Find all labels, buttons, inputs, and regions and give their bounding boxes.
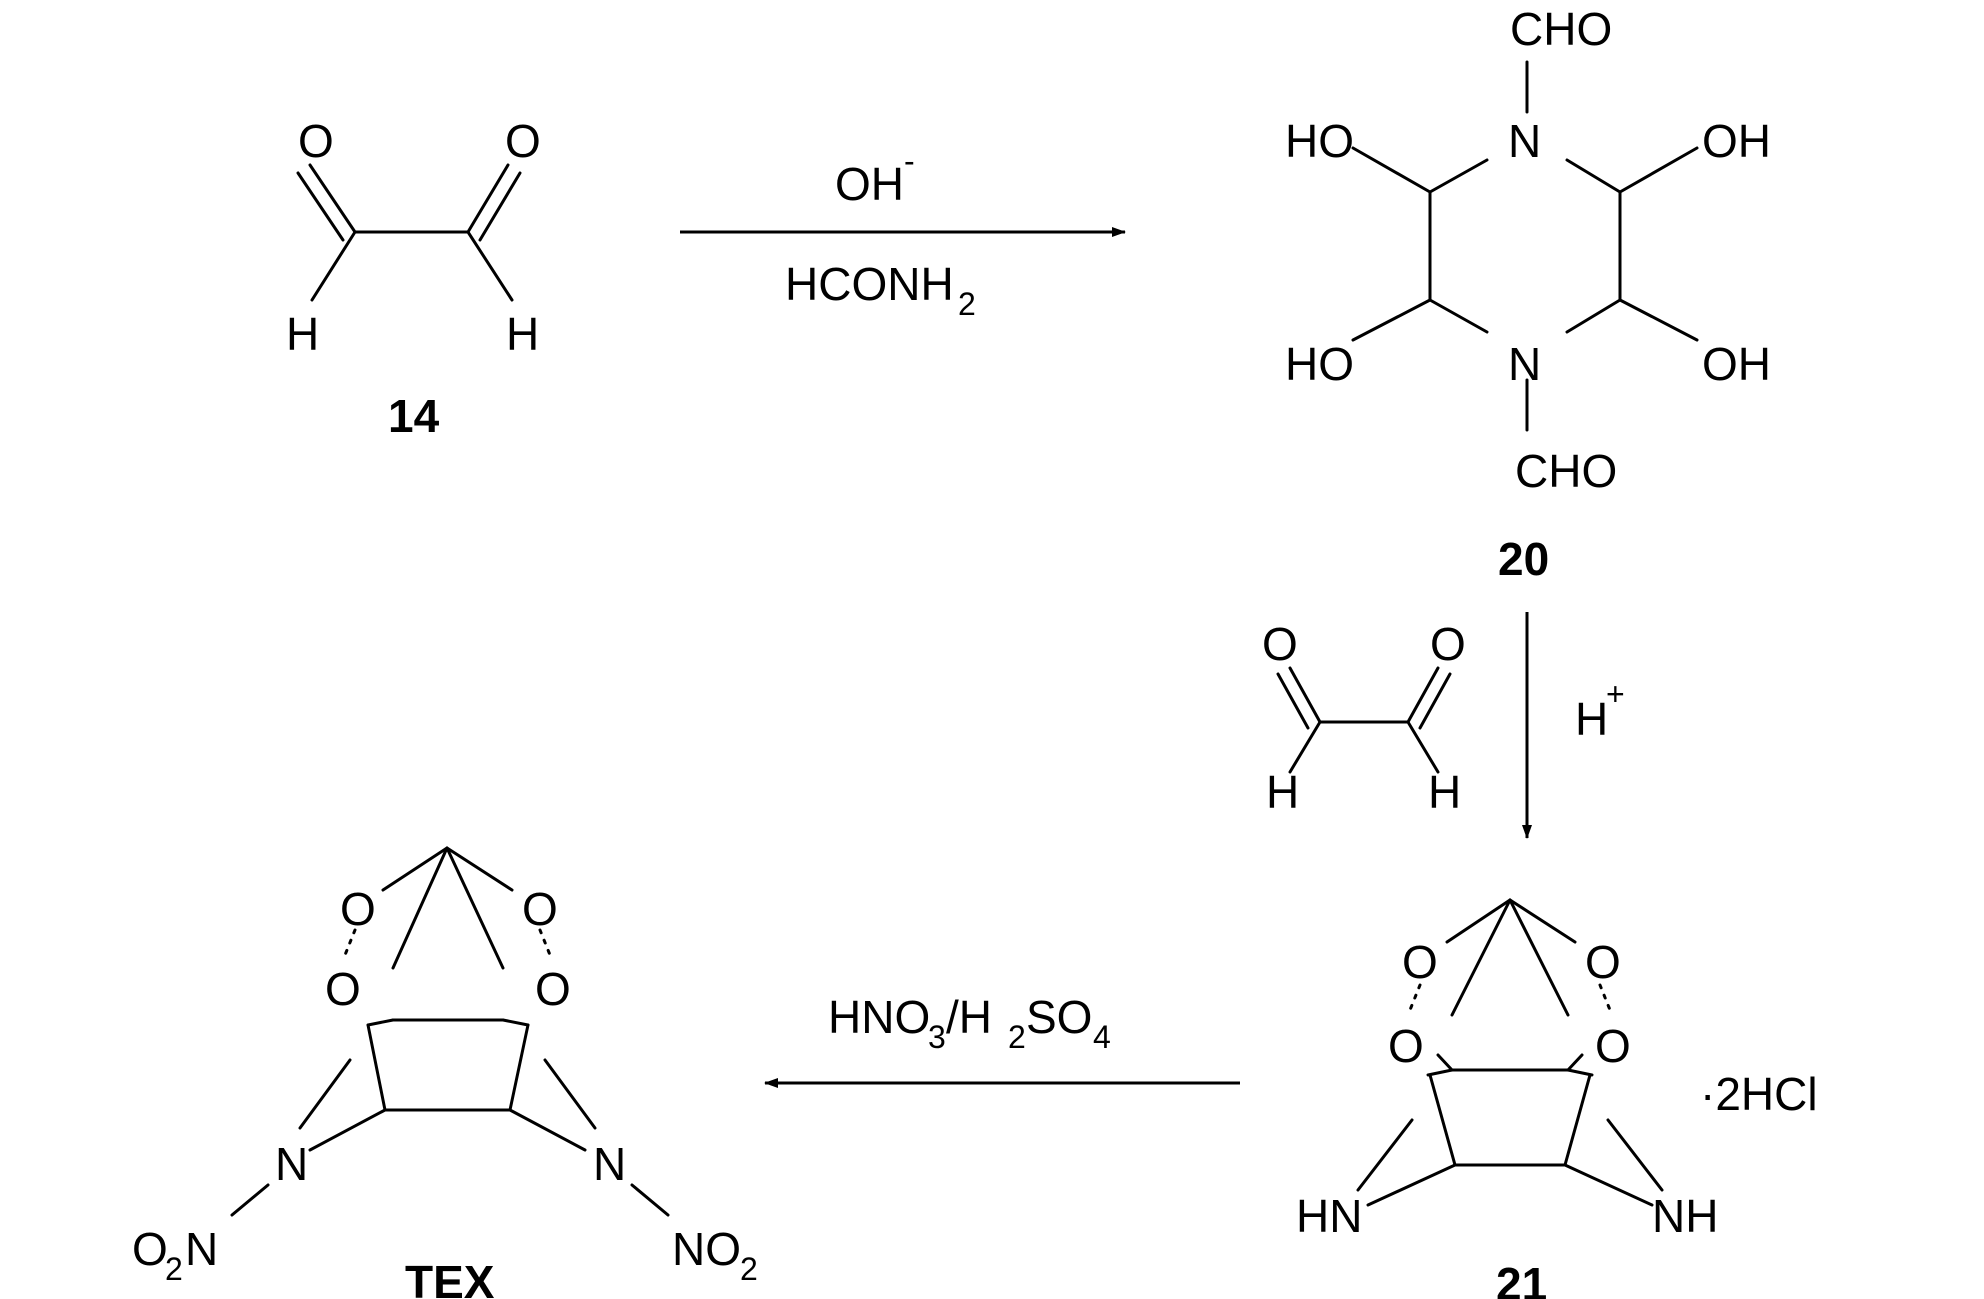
svg-text:2: 2 (740, 1251, 758, 1287)
glyoxal-reagent: O O H H (1262, 618, 1466, 818)
svg-text:H: H (1575, 693, 1608, 745)
svg-text:O: O (132, 1223, 168, 1275)
compound-label-14: 14 (388, 390, 440, 442)
atom-h: H (506, 308, 539, 360)
group-nh: NH (1652, 1190, 1718, 1242)
svg-text:HCONH: HCONH (785, 258, 954, 310)
atom-o: O (1430, 618, 1466, 670)
cage-structure-21: O O O O HN NH (1296, 898, 1718, 1242)
salt-label: ·2HCl (1700, 1068, 1818, 1120)
reagent-step2: H + (1575, 676, 1625, 745)
group-cho: CHO (1510, 3, 1612, 55)
atom-h: H (286, 308, 319, 360)
group-oh: OH (1702, 338, 1771, 390)
compound-label-20: 20 (1498, 533, 1549, 585)
group-oh: OH (1702, 115, 1771, 167)
cage-structure-tex: O O O O N N O 2 N NO 2 (132, 846, 758, 1287)
atom-h: H (1266, 766, 1299, 818)
svg-text:OH: OH (835, 158, 904, 210)
atom-o: O (1595, 1020, 1631, 1072)
atom-o: O (1388, 1020, 1424, 1072)
svg-text:4: 4 (1093, 1019, 1111, 1055)
atom-o: O (325, 963, 361, 1015)
svg-text:SO: SO (1026, 991, 1092, 1043)
group-cho: CHO (1515, 445, 1617, 497)
group-o2n: O 2 N (132, 1223, 218, 1287)
svg-text:3: 3 (928, 1019, 946, 1055)
svg-text:HNO: HNO (828, 991, 930, 1043)
atom-o: O (522, 883, 558, 935)
group-no2: NO 2 (672, 1223, 758, 1287)
svg-text:2: 2 (958, 286, 976, 322)
compound-label-21: 21 (1496, 1258, 1547, 1299)
svg-text:+: + (1606, 676, 1625, 712)
atom-o: O (1585, 936, 1621, 988)
svg-text:NO: NO (672, 1223, 741, 1275)
compound-label-tex: TEX (405, 1256, 495, 1299)
reagent-step1-bottom: HCONH 2 (785, 258, 976, 322)
svg-text:2: 2 (165, 1251, 183, 1287)
reagent-step1-top: OH - (835, 143, 915, 210)
atom-n: N (1508, 115, 1541, 167)
group-ho: HO (1285, 115, 1354, 167)
atom-o: O (298, 115, 334, 167)
glyoxal-structure-14: O O H H (286, 115, 541, 360)
svg-text:/H: /H (946, 991, 992, 1043)
atom-o: O (1262, 618, 1298, 670)
group-ho: HO (1285, 338, 1354, 390)
atom-o: O (535, 963, 571, 1015)
svg-text:N: N (185, 1223, 218, 1275)
atom-o: O (1402, 936, 1438, 988)
atom-n: N (1508, 338, 1541, 390)
atom-n: N (593, 1138, 626, 1190)
svg-text:2: 2 (1008, 1019, 1026, 1055)
atom-o: O (505, 115, 541, 167)
group-hn: HN (1296, 1190, 1362, 1242)
atom-h: H (1428, 766, 1461, 818)
atom-n: N (275, 1138, 308, 1190)
reagent-step3: HNO 3 /H 2 SO 4 (828, 991, 1111, 1055)
piperazine-structure-20: N N CHO CHO HO OH HO OH (1285, 3, 1771, 497)
atom-o: O (340, 883, 376, 935)
svg-text:-: - (904, 143, 915, 179)
